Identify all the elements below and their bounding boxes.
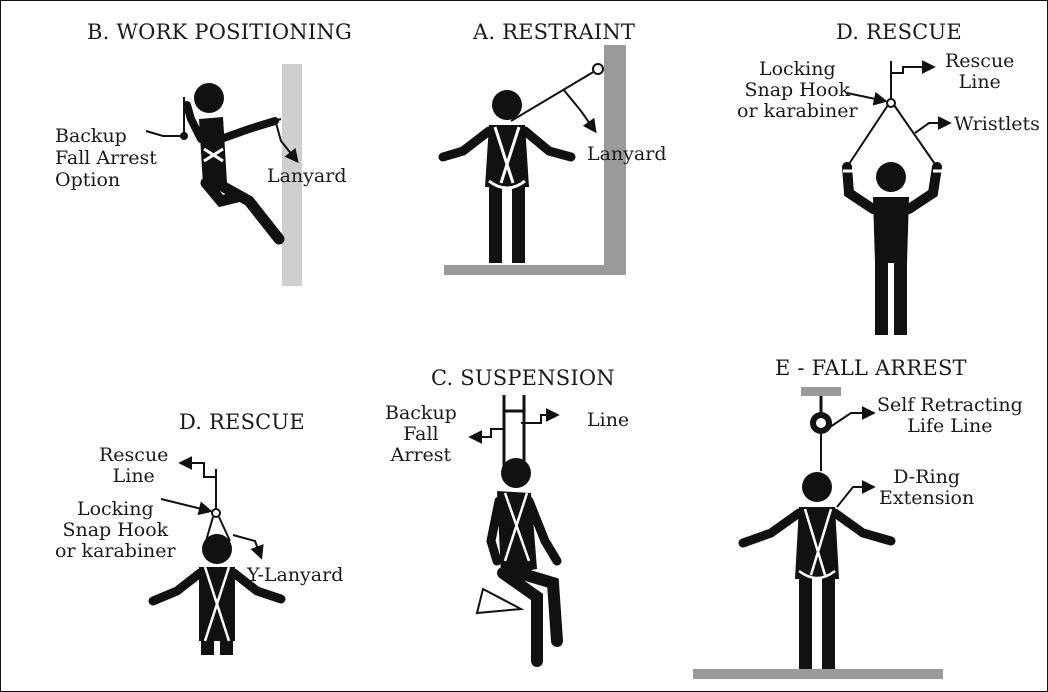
arrow-icon [160, 498, 213, 516]
suspension-scene [468, 395, 563, 667]
person-silhouette-icon [183, 83, 285, 245]
label-line: Self Retracting [877, 394, 1023, 416]
label-rt-locking: Locking Snap Hook or karabiner [737, 59, 858, 122]
arrow-icon [521, 408, 560, 424]
lanyard-line [222, 118, 282, 138]
title-rescue-top: D. RESCUE [836, 20, 962, 44]
arrow-icon [468, 428, 504, 444]
restraint-lanyard-line [510, 70, 596, 122]
harness-icon [798, 508, 836, 580]
label-line: or karabiner [737, 100, 858, 122]
harness-icon [488, 126, 526, 190]
restraint-scene [438, 45, 626, 275]
person-silhouette-icon [738, 472, 896, 669]
srl-device-hub [816, 418, 826, 428]
label-line: Arrest [390, 444, 452, 466]
label-rb-ylanyard: Y-Lanyard [247, 564, 344, 586]
fall-arrest-scene [693, 387, 943, 679]
title-work-positioning: B. WORK POSITIONING [87, 20, 352, 44]
arrow-icon [836, 480, 876, 508]
label-line: Locking [76, 498, 154, 520]
arrow-icon [846, 91, 888, 106]
arrow-icon [178, 456, 216, 478]
rescue-bottom-scene [148, 456, 286, 655]
label-line: Line [112, 465, 155, 487]
label-line: Life Line [907, 415, 993, 437]
label-line: Snap Hook [62, 519, 169, 541]
backup-pointer [145, 97, 185, 137]
label-line: Rescue [945, 50, 1015, 72]
rescue-top-scene [842, 60, 952, 335]
label-line: Line [958, 71, 1001, 93]
arrow-icon [914, 116, 952, 134]
work-positioning-scene [145, 64, 302, 286]
karabiner-icon [211, 508, 221, 518]
label-rb-locking: Locking Snap Hook or karabiner [55, 499, 176, 562]
label-rt-rescue-line: Rescue Line [945, 51, 1014, 93]
label-line: Option [55, 169, 121, 191]
suspension-line [502, 395, 526, 471]
label-fa-srl: Self Retracting Life Line [877, 395, 1023, 437]
seat-board [475, 587, 525, 615]
karabiner-icon [180, 132, 188, 140]
label-line: Locking [758, 58, 836, 80]
label-susp-line: Line [587, 409, 630, 431]
label-line: Fall Arrest [55, 147, 157, 169]
label-fa-dring: D-Ring Extension [879, 467, 974, 509]
arrow-icon [826, 406, 876, 430]
wristlet-lines [846, 104, 938, 168]
label-line: Extension [879, 487, 975, 509]
label-line: Rescue [99, 444, 169, 466]
label-line: Snap Hook [744, 79, 851, 101]
pole-structure [282, 64, 302, 286]
anchor-beam [801, 387, 841, 396]
harness-icon [203, 147, 224, 163]
harness-icon [203, 566, 231, 642]
label-rb-rescue-line: Rescue Line [99, 445, 168, 487]
title-rescue-bottom: D. RESCUE [179, 410, 305, 434]
anchor-ring-icon [592, 63, 604, 75]
person-silhouette-icon [842, 162, 942, 335]
title-fall-arrest: E - FALL ARREST [775, 356, 967, 380]
title-restraint: A. RESTRAINT [473, 20, 636, 44]
wall-structure [604, 45, 626, 275]
floor-structure [693, 669, 943, 679]
harness-icon [503, 492, 531, 562]
floor-structure [444, 265, 626, 275]
title-suspension: C. SUSPENSION [431, 366, 615, 390]
label-line: D-Ring [893, 466, 960, 488]
label-line: or karabiner [55, 540, 176, 562]
person-silhouette-icon [486, 458, 563, 667]
arrow-icon [275, 122, 299, 164]
label-line: Fall [403, 423, 439, 445]
label-line: Backup [385, 402, 457, 424]
label-wp-lanyard: Lanyard [267, 165, 347, 187]
label-line: Backup [55, 125, 127, 147]
label-susp-backup: Backup Fall Arrest [385, 403, 457, 466]
arrow-icon [562, 88, 597, 134]
person-silhouette-icon [438, 90, 576, 263]
arrow-icon [232, 534, 264, 560]
arrow-icon [891, 60, 936, 74]
label-rt-wristlets: Wristlets [954, 113, 1040, 135]
label-wp-backup: Backup Fall Arrest Option [55, 125, 157, 191]
label-restraint-lanyard: Lanyard [587, 143, 667, 165]
y-lanyard-lines [205, 516, 231, 542]
